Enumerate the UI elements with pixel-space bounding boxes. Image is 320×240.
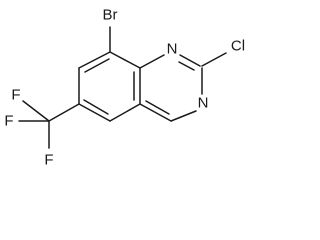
atom-label-bromine: Br xyxy=(103,7,118,24)
bond-c4a-c5 xyxy=(109,103,141,122)
chemical-structure: Br Cl N N F F F xyxy=(4,7,245,169)
bond-n1-c2-inner xyxy=(178,61,195,71)
atom-label-fluorine-bottom: F xyxy=(44,152,53,169)
bond-c7-c8-inner xyxy=(84,58,110,73)
bond-c8a-n1 xyxy=(139,54,165,69)
bond-n1-c2 xyxy=(179,54,201,67)
bond-c5-c6 xyxy=(78,103,111,122)
bond-c7-c8 xyxy=(78,51,111,69)
atom-labels: Br Cl N N F F F xyxy=(4,7,245,169)
bond-c2-cl xyxy=(201,52,227,67)
bond-c4-c4a-inner xyxy=(145,100,170,115)
atom-label-nitrogen-top: N xyxy=(167,41,178,58)
bond-cf3-f-top xyxy=(22,100,50,122)
bond-c8-c8a xyxy=(109,51,141,69)
atom-label-chlorine: Cl xyxy=(231,38,245,55)
atom-label-nitrogen-bottom: N xyxy=(198,95,209,112)
bond-c6-cf3 xyxy=(48,103,80,122)
bond-c4-c4a xyxy=(139,103,172,122)
bonds xyxy=(18,26,227,149)
atom-label-fluorine-top: F xyxy=(11,87,20,104)
bond-n3-c4 xyxy=(170,110,197,122)
bond-c5-c6-inner xyxy=(83,99,109,115)
atom-label-fluorine-left: F xyxy=(4,113,13,130)
